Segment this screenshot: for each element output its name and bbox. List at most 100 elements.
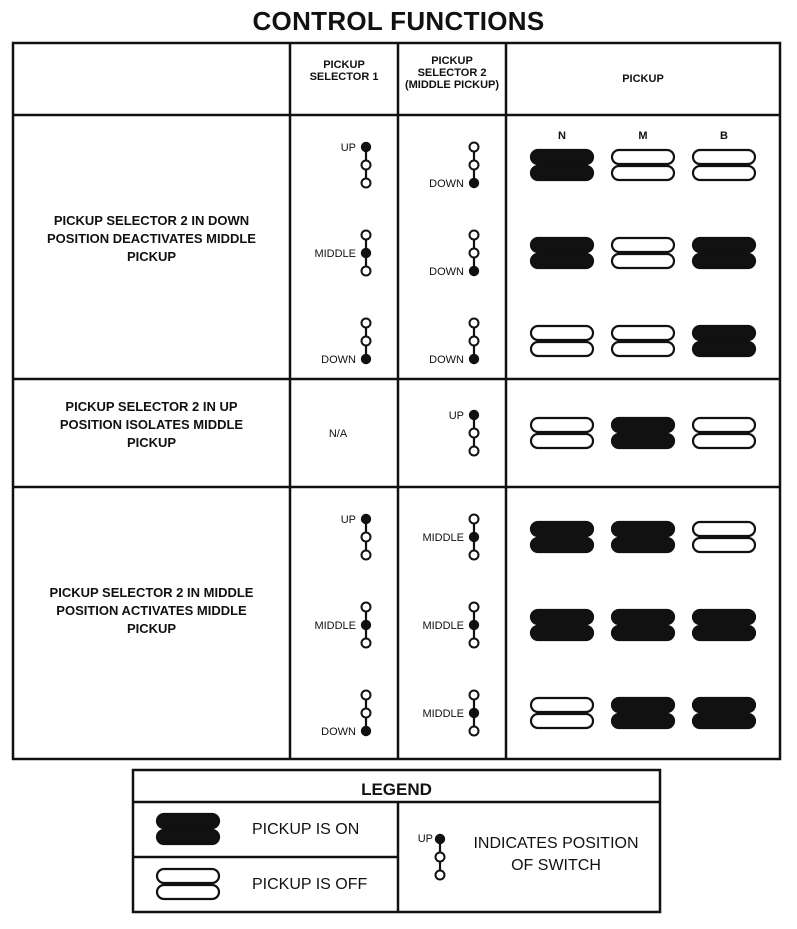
selector-1-switch-icon (360, 689, 372, 737)
pickup-coil (691, 340, 757, 358)
pickup-coil (691, 696, 757, 714)
group-description: POSITION ISOLATES MIDDLE (60, 417, 244, 432)
switch-contact (468, 549, 480, 561)
pickup-m-on (610, 416, 676, 450)
pickup-coil (691, 520, 757, 538)
pickup-coil (610, 148, 676, 166)
switch-contact (360, 549, 372, 561)
pickup-column-label: N (558, 130, 566, 142)
switch-position-dot (434, 833, 446, 845)
switch-contact (468, 317, 480, 329)
header-selector-2: PICKUP (431, 55, 473, 67)
selector-1-switch-icon (360, 141, 372, 189)
switch-position-label: MIDDLE (314, 620, 356, 632)
pickup-m-off (610, 236, 676, 270)
switch-position-label: MIDDLE (422, 708, 464, 720)
pickup-coil (529, 236, 595, 254)
legend-switch-description: OF SWITCH (511, 857, 601, 874)
table-border (11, 41, 782, 761)
pickup-b-off (691, 148, 757, 182)
legend-title: LEGEND (361, 780, 432, 799)
switch-position-label: UP (341, 514, 356, 526)
switch-contact (468, 141, 480, 153)
switch-contact (468, 159, 480, 171)
switch-contact (360, 177, 372, 189)
pickup-coil (610, 252, 676, 270)
pickup-coil (691, 432, 757, 450)
group-description: POSITION DEACTIVATES MIDDLE (47, 231, 256, 246)
switch-position-label: DOWN (429, 178, 464, 190)
switch-position-label: DOWN (429, 266, 464, 278)
group-description: PICKUP (127, 249, 176, 264)
pickup-coil (610, 712, 676, 730)
pickup-coil (691, 164, 757, 182)
switch-contact (468, 689, 480, 701)
pickup-coil (529, 324, 595, 342)
legend-on-label: PICKUP IS ON (252, 821, 359, 838)
switch-contact (360, 229, 372, 241)
switch-position-label: UP (341, 142, 356, 154)
pickup-coil (610, 416, 676, 434)
switch-position-dot (360, 513, 372, 525)
pickup-b-on (691, 696, 757, 730)
pickup-coil (529, 712, 595, 730)
pickup-coil (691, 624, 757, 642)
pickup-coil (529, 148, 595, 166)
switch-contact (434, 869, 446, 881)
legend-switch-description: INDICATES POSITION (473, 835, 638, 852)
pickup-coil (529, 432, 595, 450)
switch-contact (360, 637, 372, 649)
pickup-coil (610, 536, 676, 554)
switch-contact (468, 637, 480, 649)
pickup-n-on (529, 520, 595, 554)
pickup-coil (610, 608, 676, 626)
switch-position-dot (468, 707, 480, 719)
pickup-n-on (529, 236, 595, 270)
pickup-coil (610, 340, 676, 358)
pickup-coil (691, 536, 757, 554)
switch-position-label: MIDDLE (422, 620, 464, 632)
pickup-coil (155, 812, 221, 830)
legend-pickup-on (155, 812, 221, 846)
pickup-n-off (529, 324, 595, 358)
pickup-coil (155, 883, 221, 901)
group-description: PICKUP (127, 621, 176, 636)
pickup-coil (691, 324, 757, 342)
pickup-n-off (529, 416, 595, 450)
selector-2-switch-icon (468, 141, 480, 189)
switch-position-dot (360, 247, 372, 259)
group-description: PICKUP (127, 435, 176, 450)
selector-2-switch-icon (468, 317, 480, 365)
switch-position-dot (360, 141, 372, 153)
selector-2-switch-icon (468, 513, 480, 561)
pickup-column-label: B (720, 130, 728, 142)
pickup-coil (610, 164, 676, 182)
header-selector-2: (MIDDLE PICKUP) (405, 79, 499, 91)
switch-position-label: DOWN (321, 726, 356, 738)
switch-contact (468, 601, 480, 613)
pickup-coil (529, 624, 595, 642)
pickup-b-off (691, 416, 757, 450)
switch-contact (360, 317, 372, 329)
switch-contact (360, 531, 372, 543)
switch-position-dot (468, 265, 480, 277)
pickup-n-off (529, 696, 595, 730)
pickup-m-on (610, 608, 676, 642)
selector-2-switch-icon (468, 689, 480, 737)
pickup-m-on (610, 696, 676, 730)
pickup-coil (610, 624, 676, 642)
selector-1-switch-icon (360, 317, 372, 365)
selector-2-switch-icon (468, 229, 480, 277)
pickup-coil (610, 696, 676, 714)
switch-position-dot (360, 353, 372, 365)
pickup-b-on (691, 324, 757, 358)
switch-position-dot (468, 531, 480, 543)
header-selector-1: PICKUP (323, 59, 365, 71)
pickup-coil (529, 608, 595, 626)
switch-contact (360, 335, 372, 347)
switch-contact (468, 513, 480, 525)
switch-position-label: UP (449, 410, 464, 422)
legend-switch-label: UP (418, 833, 433, 845)
pickup-coil (529, 164, 595, 182)
